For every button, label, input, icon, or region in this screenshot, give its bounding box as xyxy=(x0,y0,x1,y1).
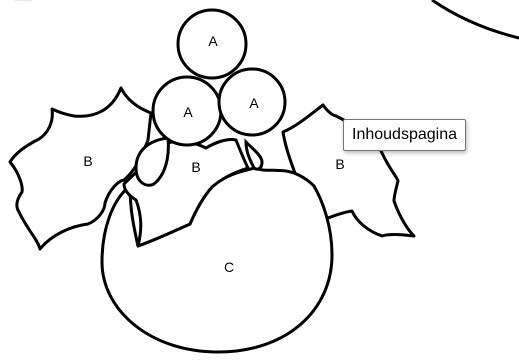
berry-right-outline xyxy=(217,67,287,137)
faded-corner-text: aaa xyxy=(14,0,32,4)
edge-circle-outline xyxy=(431,0,519,40)
label-pudding: C xyxy=(224,259,234,275)
tooltip-table-of-contents: Inhoudspagina xyxy=(343,119,466,151)
stem-right-outline xyxy=(244,138,264,171)
label-leaf-left: B xyxy=(83,153,92,169)
label-leaf-right: B xyxy=(335,156,344,172)
label-berry-left: A xyxy=(183,104,193,120)
label-leaf-middle: B xyxy=(191,159,200,175)
berry-top-outline xyxy=(176,8,248,80)
stem-left-outline xyxy=(134,136,170,187)
leaf-left-outline xyxy=(8,86,153,251)
label-berry-right: A xyxy=(249,95,259,111)
label-berry-top: A xyxy=(208,33,218,49)
